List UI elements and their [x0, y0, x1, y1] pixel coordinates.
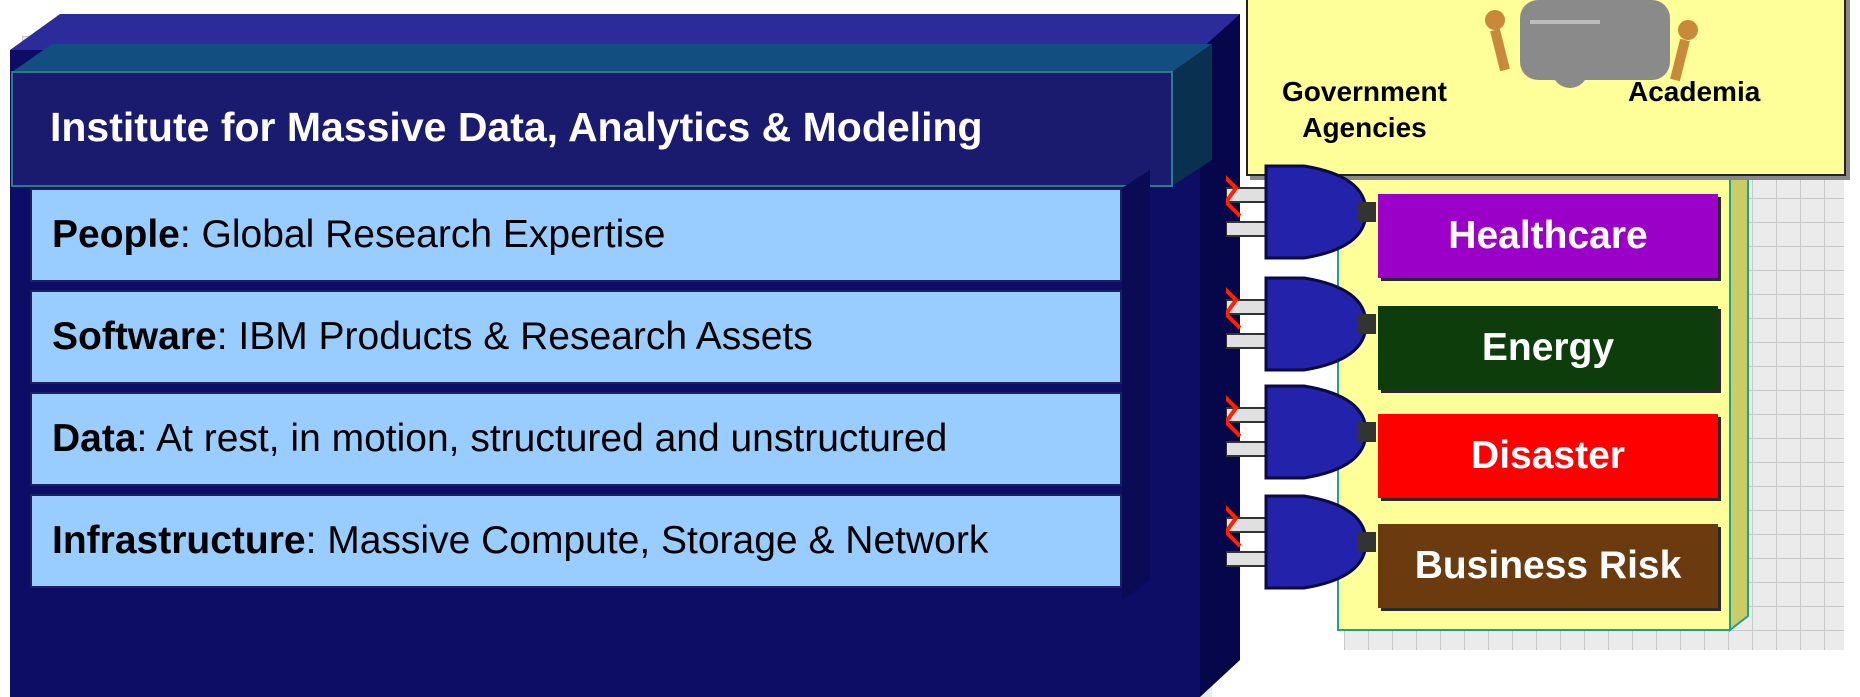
partner-government-agencies: Government Agencies [1282, 76, 1447, 144]
layer-data-desc: : At rest, in motion, structured and uns… [136, 417, 948, 460]
layer-data: Data: At rest, in motion, structured and… [30, 392, 1122, 486]
plug-energy-icon [1226, 276, 1376, 372]
institute-title: Institute for Massive Data, Analytics & … [50, 104, 983, 150]
layer-infrastructure: Infrastructure: Massive Compute, Storage… [30, 494, 1122, 588]
layer-software: Software: IBM Products & Research Assets [30, 290, 1122, 384]
plug-healthcare-icon [1226, 164, 1376, 260]
partner-academia: Academia [1628, 76, 1761, 107]
plug-disaster-icon [1226, 384, 1376, 480]
layer-data-name: Data [52, 417, 137, 460]
domain-healthcare: Healthcare [1378, 194, 1718, 278]
plug-business-risk-icon [1226, 494, 1376, 590]
layer-software-desc: : IBM Products & Research Assets [216, 315, 813, 358]
layer-people-desc: : Global Research Expertise [179, 213, 666, 256]
layer-infrastructure-desc: : Massive Compute, Storage & Network [305, 519, 989, 562]
domain-disaster: Disaster [1378, 414, 1718, 498]
layer-people: People: Global Research Expertise [30, 188, 1122, 282]
layer-infrastructure-name: Infrastructure [52, 519, 306, 562]
layer-people-name: People [52, 213, 180, 256]
puzzle-people-icon [1485, 0, 1698, 88]
domain-business-risk: Business Risk [1378, 524, 1718, 608]
layer-software-name: Software [52, 315, 217, 358]
domain-energy: Energy [1378, 306, 1718, 390]
